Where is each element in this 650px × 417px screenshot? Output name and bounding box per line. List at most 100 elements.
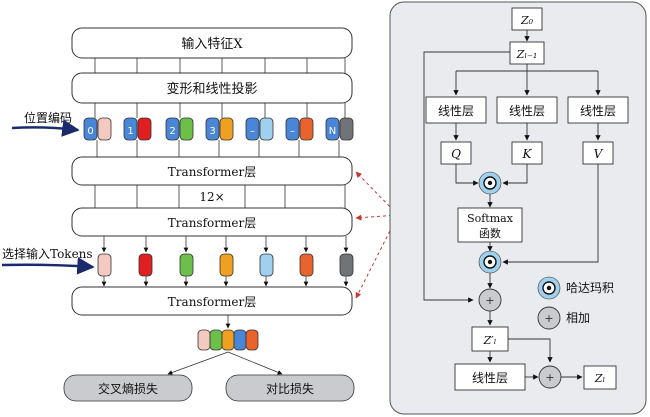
repeat-count-label: 12× bbox=[199, 190, 224, 204]
position-encoding-label: 位置编码 bbox=[24, 110, 72, 125]
legend-hadamard-label: 哈达玛积 bbox=[566, 281, 614, 295]
output-tokens bbox=[197, 329, 259, 351]
projection-label: 变形和线性投影 bbox=[166, 81, 257, 97]
linear-layer-v-label: 线性层 bbox=[580, 104, 616, 118]
connector-lines-4 bbox=[94, 185, 346, 208]
selected-token-0 bbox=[97, 253, 112, 277]
transformer-layer-2 bbox=[71, 207, 353, 237]
transformer-layer-2-label: Transformer层 bbox=[168, 216, 256, 230]
zl-prime-label: Z′ₗ bbox=[483, 334, 497, 347]
linear-layer-out bbox=[454, 363, 526, 391]
q-to-hadamard bbox=[455, 164, 479, 186]
connector-lines-3 bbox=[96, 140, 340, 157]
add-node-1: + bbox=[478, 288, 502, 312]
softmax-func-label: 函数 bbox=[479, 227, 501, 240]
pos-token-1 bbox=[123, 117, 138, 141]
output-token-4 bbox=[245, 329, 259, 351]
legend-add-icon: + bbox=[537, 306, 561, 330]
output-token-2 bbox=[221, 329, 235, 351]
selected-token-1 bbox=[138, 253, 153, 277]
k-to-hadamard bbox=[502, 164, 528, 186]
contrastive-loss-box bbox=[225, 374, 355, 402]
connector-lines-1 bbox=[94, 58, 346, 73]
v-to-hadamard bbox=[502, 164, 599, 265]
z0-label: Z₀ bbox=[520, 14, 534, 27]
token-id-3: 3 bbox=[209, 126, 215, 137]
q-label: Q bbox=[451, 147, 461, 161]
linear-layer-q-label: 线性层 bbox=[438, 104, 474, 118]
transformer-layer-3 bbox=[71, 286, 353, 316]
output-token-3 bbox=[233, 329, 247, 351]
selected-token-5 bbox=[299, 253, 314, 277]
token-id-5: – bbox=[290, 126, 295, 137]
token-id-n: N bbox=[329, 126, 336, 137]
hadamard-node-1 bbox=[478, 171, 502, 195]
select-arrows bbox=[101, 236, 349, 253]
selected-tokens bbox=[97, 253, 354, 277]
legend: 哈达玛积 + 相加 bbox=[537, 276, 614, 330]
pos-token-5 bbox=[285, 117, 300, 141]
output-token-1 bbox=[209, 329, 223, 351]
token-id-2: 2 bbox=[169, 126, 175, 137]
add-node-2: + bbox=[538, 365, 562, 389]
feature-token-3 bbox=[219, 117, 234, 141]
add-node-2-symbol: + bbox=[545, 371, 554, 384]
position-encoding-arrow bbox=[11, 119, 80, 137]
arrow-to-ce-loss bbox=[167, 351, 229, 375]
feature-token-1 bbox=[137, 117, 152, 141]
transformer-layer-3-label: Transformer层 bbox=[168, 295, 256, 309]
hadamard-node-2 bbox=[478, 250, 502, 274]
linear-layer-v bbox=[567, 96, 629, 124]
output-token-0 bbox=[197, 329, 211, 351]
zl-label: Zₗ bbox=[594, 372, 605, 385]
pos-token-4 bbox=[245, 117, 260, 141]
token-row: 0 1 2 3 – – N bbox=[83, 117, 354, 141]
transformer-layer-1 bbox=[71, 156, 353, 186]
linear-to-qkv-arrows bbox=[453, 123, 601, 141]
linear-layer-q bbox=[425, 96, 487, 124]
selected-token-2 bbox=[179, 253, 194, 277]
select-tokens-label: 选择输入Tokens bbox=[2, 246, 93, 261]
zl-minus-1-label: Zₗ₋₁ bbox=[516, 48, 538, 61]
selected-token-4 bbox=[259, 253, 274, 277]
softmax-label: Softmax bbox=[467, 212, 514, 225]
feature-token-n bbox=[339, 117, 354, 141]
select-arrows-2 bbox=[101, 276, 349, 287]
residual-path-1 bbox=[423, 51, 510, 303]
arrow-to-contrast-loss bbox=[227, 351, 283, 375]
right-detail-panel: Z₀ Zₗ₋₁ 线性层 线性层 线性层 Q K bbox=[389, 1, 647, 415]
selected-token-3 bbox=[219, 253, 234, 277]
pos-token-0 bbox=[83, 117, 98, 141]
feature-token-4 bbox=[259, 117, 274, 141]
residual-path-2 bbox=[508, 338, 553, 363]
pos-token-n bbox=[325, 117, 340, 141]
input-features-label: 输入特征X bbox=[181, 36, 243, 52]
legend-add-symbol: + bbox=[544, 312, 553, 325]
left-architecture: 输入特征X 变形和线性投影 位置编码 0 1 bbox=[1, 27, 399, 402]
projection-box bbox=[71, 72, 353, 104]
token-id-4: – bbox=[250, 126, 255, 137]
cross-entropy-loss-box bbox=[63, 374, 193, 402]
v-label: V bbox=[594, 147, 604, 161]
legend-add-label: 相加 bbox=[566, 311, 590, 325]
legend-hadamard-icon bbox=[537, 276, 561, 300]
contrastive-loss-label: 对比损失 bbox=[266, 381, 314, 396]
token-id-0: 0 bbox=[87, 126, 93, 137]
input-features-box bbox=[71, 27, 353, 59]
feature-token-5 bbox=[299, 117, 314, 141]
add-node-1-symbol: + bbox=[485, 294, 494, 307]
selected-token-n bbox=[339, 253, 354, 277]
cross-entropy-loss-label: 交叉熵损失 bbox=[98, 381, 158, 396]
pos-token-3 bbox=[205, 117, 220, 141]
connector-lines-2 bbox=[94, 103, 346, 118]
qkv-branches bbox=[453, 64, 601, 96]
softmax-box bbox=[457, 207, 523, 243]
transformer-layer-1-label: Transformer层 bbox=[168, 165, 256, 179]
linear-layer-k-label: 线性层 bbox=[509, 104, 545, 118]
pos-token-2 bbox=[165, 117, 180, 141]
linear-layer-out-label: 线性层 bbox=[472, 371, 508, 385]
select-tokens-arrow bbox=[1, 257, 95, 275]
zl-box bbox=[583, 365, 617, 390]
token-id-1: 1 bbox=[127, 126, 133, 137]
